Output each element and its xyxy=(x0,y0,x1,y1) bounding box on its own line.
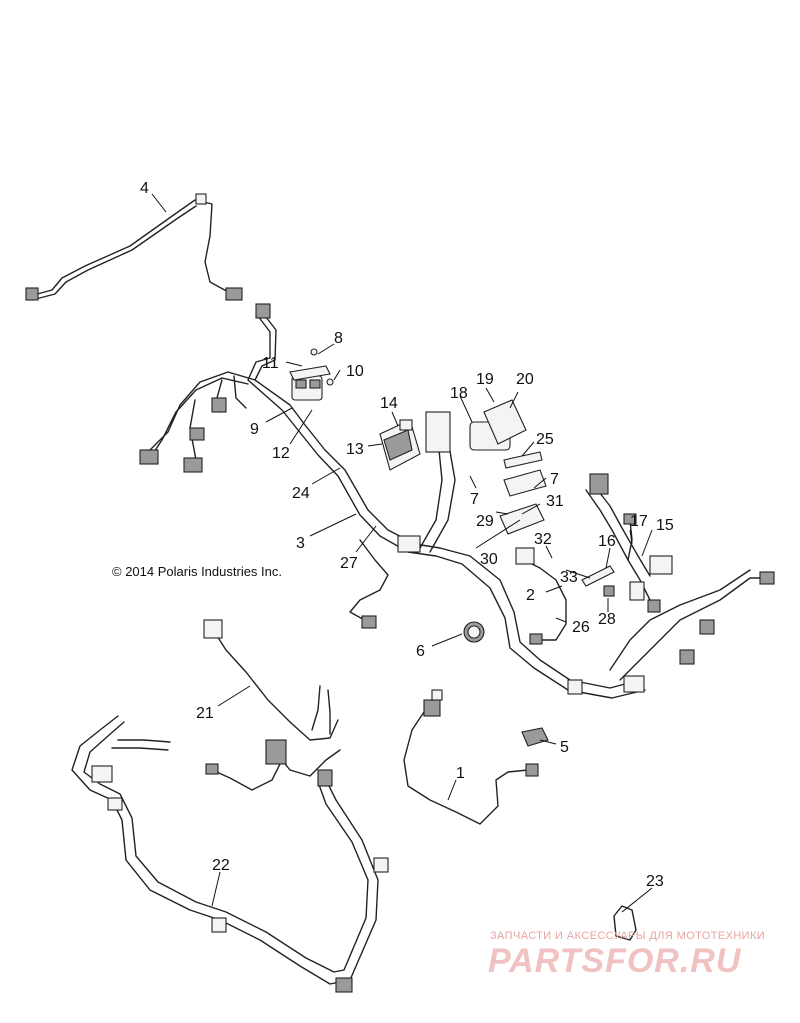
connector-part3-k xyxy=(649,555,673,575)
callout-30: 30 xyxy=(480,551,498,568)
fuse-box-part-29 xyxy=(499,469,547,535)
bracket-part-11 xyxy=(289,365,331,381)
terminal-part22-a xyxy=(317,769,333,787)
boot-part1 xyxy=(431,689,443,701)
connector-part3-f xyxy=(679,649,695,665)
callout-27: 27 xyxy=(340,555,358,572)
watermark-tagline: ЗАПЧАСТИ И АКСЕССУАРЫ ДЛЯ МОТОТЕХНИКИ xyxy=(490,930,766,942)
clip-part3-c xyxy=(397,535,421,553)
callout-33: 33 xyxy=(560,569,578,586)
relay-part21 xyxy=(265,739,287,765)
clip-part3-a xyxy=(567,679,583,695)
callout-31: 31 xyxy=(546,493,564,510)
connector-part3-top xyxy=(255,303,271,319)
callout-10: 10 xyxy=(346,363,364,380)
connector-part3-j xyxy=(623,513,637,525)
callout-7-left: 7 xyxy=(470,491,479,508)
connector-part1-end xyxy=(525,763,539,777)
callout-18: 18 xyxy=(450,385,468,402)
harness-part-21 xyxy=(203,619,341,791)
connector-part3-d xyxy=(189,427,205,441)
clip-part4 xyxy=(195,193,207,205)
copyright-notice: © 2014 Polaris Industries Inc. xyxy=(112,564,282,579)
connector-part21-top xyxy=(203,619,223,639)
callout-4: 4 xyxy=(140,180,149,197)
callout-11: 11 xyxy=(262,355,279,372)
callout-28: 28 xyxy=(598,611,616,628)
bolt-part-8 xyxy=(310,348,318,356)
cable-part-1 xyxy=(403,689,539,825)
callout-25: 25 xyxy=(536,431,554,448)
bracket-part-33-16 xyxy=(581,565,615,597)
connector-part3-h xyxy=(647,599,661,613)
connector-part4-right xyxy=(225,287,243,301)
callout-19: 19 xyxy=(476,371,494,388)
cable-part-22 xyxy=(71,715,389,993)
cover-part-19-20 xyxy=(483,399,527,445)
clamp-part22-b xyxy=(107,797,123,811)
callout-17: 17 xyxy=(630,513,648,530)
callout-32: 32 xyxy=(534,531,552,548)
callout-24: 24 xyxy=(292,485,310,502)
callout-26: 26 xyxy=(572,619,590,636)
harness-part-2 xyxy=(515,547,567,645)
callout-numbers: 4 8 11 10 9 12 13 14 18 19 20 25 7 7 24 … xyxy=(140,180,674,890)
callout-16: 16 xyxy=(598,533,616,550)
label-part-25 xyxy=(503,451,543,469)
connector-part4-left xyxy=(25,287,39,301)
callout-20: 20 xyxy=(516,371,534,388)
connector-part1-top xyxy=(423,699,441,717)
callout-29: 29 xyxy=(476,513,494,530)
callout-5: 5 xyxy=(560,739,569,756)
callout-1: 1 xyxy=(456,765,465,782)
connector-part3-c xyxy=(211,397,227,413)
callout-12: 12 xyxy=(272,445,290,462)
ecu-part-13 xyxy=(379,419,421,471)
component-part-9 xyxy=(291,375,323,401)
callout-6: 6 xyxy=(416,643,425,660)
strap-part-23 xyxy=(613,905,637,941)
clamp-part22-a xyxy=(91,765,113,783)
terminal-part21 xyxy=(205,763,219,775)
watermark-logo: PARTSFOR.RU xyxy=(488,942,742,980)
leader-lines xyxy=(151,193,653,913)
grommet-part-6 xyxy=(463,621,485,643)
terminal-part22-b xyxy=(335,977,353,993)
connector-part3-e xyxy=(361,615,377,629)
connector-part2-top xyxy=(515,547,535,565)
clip-part3-b xyxy=(623,675,645,693)
connector-part3-i xyxy=(589,473,609,495)
connector-part3-g xyxy=(699,619,715,635)
connector-part3-block xyxy=(425,411,451,453)
callout-23: 23 xyxy=(646,873,664,890)
callout-3: 3 xyxy=(296,535,305,552)
callout-8: 8 xyxy=(334,330,343,347)
callout-7-right: 7 xyxy=(550,471,559,488)
connector-part3-b xyxy=(183,457,203,473)
clamp-part22-d xyxy=(373,857,389,873)
clamp-part22-c xyxy=(211,917,227,933)
bolt-part-10 xyxy=(326,378,334,386)
harness-part-3 xyxy=(139,303,775,699)
connector-part2-bottom xyxy=(529,633,543,645)
callout-13: 13 xyxy=(346,441,364,458)
callout-15: 15 xyxy=(656,517,674,534)
connector-part-14 xyxy=(399,419,413,431)
part-28 xyxy=(603,585,615,597)
connector-part3-a xyxy=(139,449,159,465)
sensor-part-5 xyxy=(521,727,549,747)
callout-21: 21 xyxy=(196,705,214,722)
callout-2: 2 xyxy=(526,587,535,604)
callout-14: 14 xyxy=(380,395,398,412)
connector-part3-right xyxy=(759,571,775,585)
connector-part3-l xyxy=(629,581,645,601)
callout-22: 22 xyxy=(212,857,230,874)
harness-part-4 xyxy=(25,193,243,301)
callout-9: 9 xyxy=(250,421,259,438)
